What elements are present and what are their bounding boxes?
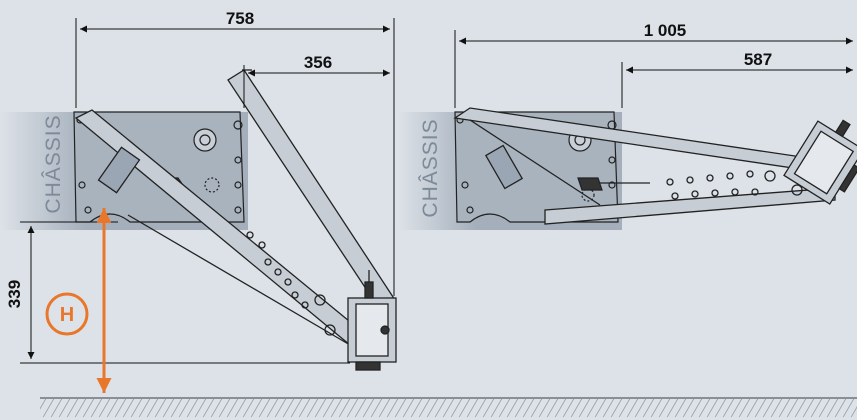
- motor-housing-left: [347, 270, 397, 371]
- dimension-lines-left: [20, 18, 395, 364]
- dim-stowed-total: 758: [226, 9, 254, 28]
- ground: [40, 397, 857, 417]
- height-marker: H: [45, 208, 112, 393]
- height-marker-circle: [45, 292, 89, 336]
- height-marker-label: H: [60, 304, 74, 326]
- dim-deployed-total: 1 005: [644, 21, 687, 40]
- dim-stowed-arm: 356: [304, 53, 332, 72]
- chassis-label-right: CHÂSSIS: [419, 118, 442, 217]
- deployed-assembly: [398, 107, 857, 230]
- dimension-lines-right: [454, 30, 853, 108]
- dim-deployed-arm: 587: [744, 50, 772, 69]
- motor-housing-right: [783, 119, 857, 205]
- stowed-assembly: [0, 69, 397, 371]
- dim-height-clearance: 339: [5, 280, 24, 308]
- chassis-label-left: CHÂSSIS: [42, 114, 65, 213]
